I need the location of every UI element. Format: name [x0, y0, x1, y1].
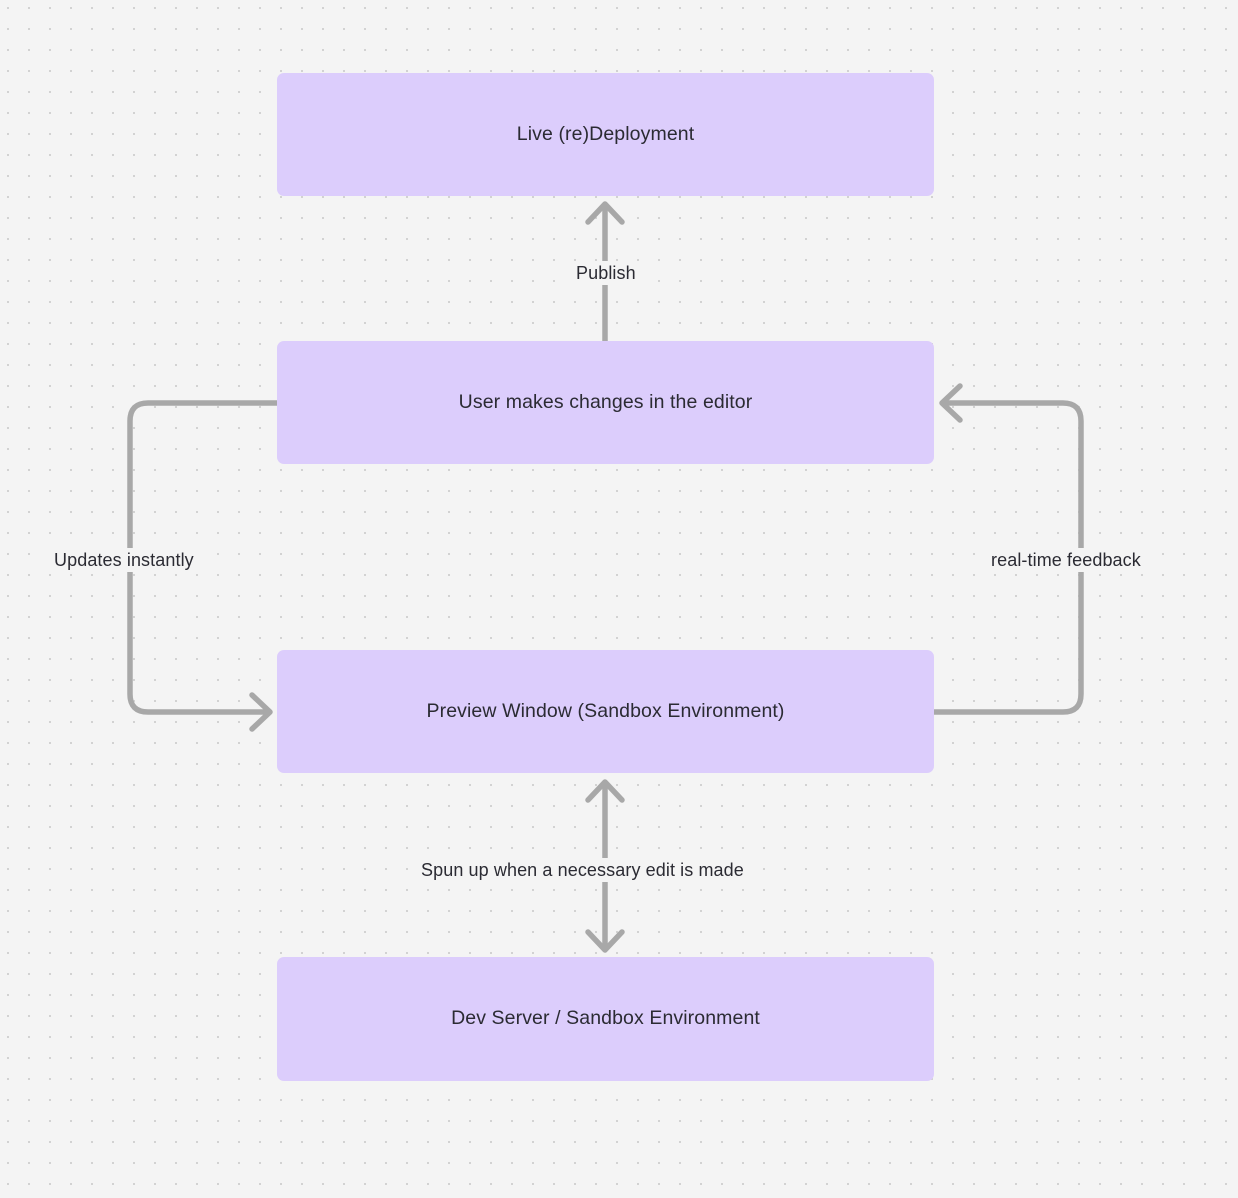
- node-label: Dev Server / Sandbox Environment: [451, 1007, 760, 1030]
- edge-label-real-time-feedback: real-time feedback: [986, 548, 1146, 572]
- edge-label-spun-up: Spun up when a necessary edit is made: [416, 858, 749, 882]
- node-live-redeployment[interactable]: Live (re)Deployment: [277, 73, 934, 196]
- edge-label-updates-instantly: Updates instantly: [49, 548, 199, 572]
- node-dev-server[interactable]: Dev Server / Sandbox Environment: [277, 957, 934, 1081]
- node-label: Preview Window (Sandbox Environment): [426, 699, 785, 722]
- edge-label-publish: Publish: [571, 261, 641, 285]
- node-preview-window[interactable]: Preview Window (Sandbox Environment): [277, 650, 934, 773]
- node-user-makes-changes[interactable]: User makes changes in the editor: [277, 341, 934, 464]
- node-label: User makes changes in the editor: [458, 390, 753, 413]
- node-label: Live (re)Deployment: [516, 122, 695, 145]
